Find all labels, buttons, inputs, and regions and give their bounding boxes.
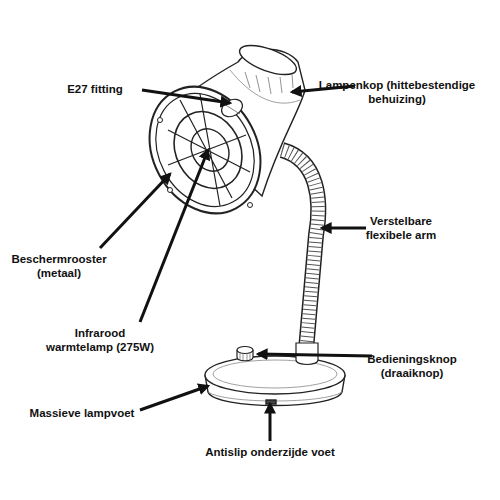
leader-arrows [100, 86, 372, 441]
part-label: Bedieningsknop (draaiknop) [362, 352, 462, 380]
part-label: Infrarood warmtelamp (275W) [40, 326, 160, 354]
flexible-arm [282, 150, 318, 365]
part-label: E27 fitting [45, 82, 145, 96]
part-label: Antislip onderzijde voet [190, 445, 350, 459]
part-label: Verstelbare flexibele arm [360, 214, 442, 242]
part-label: Lampenkop (hittebestendige behuizing) [312, 78, 482, 106]
e27-fitting [219, 96, 246, 120]
part-label: Beschermrooster (metaal) [8, 252, 110, 280]
part-label: Massieve lampvoet [22, 406, 142, 420]
lamp-base [205, 356, 345, 406]
control-knob [237, 347, 253, 361]
protective-grille [128, 67, 282, 232]
